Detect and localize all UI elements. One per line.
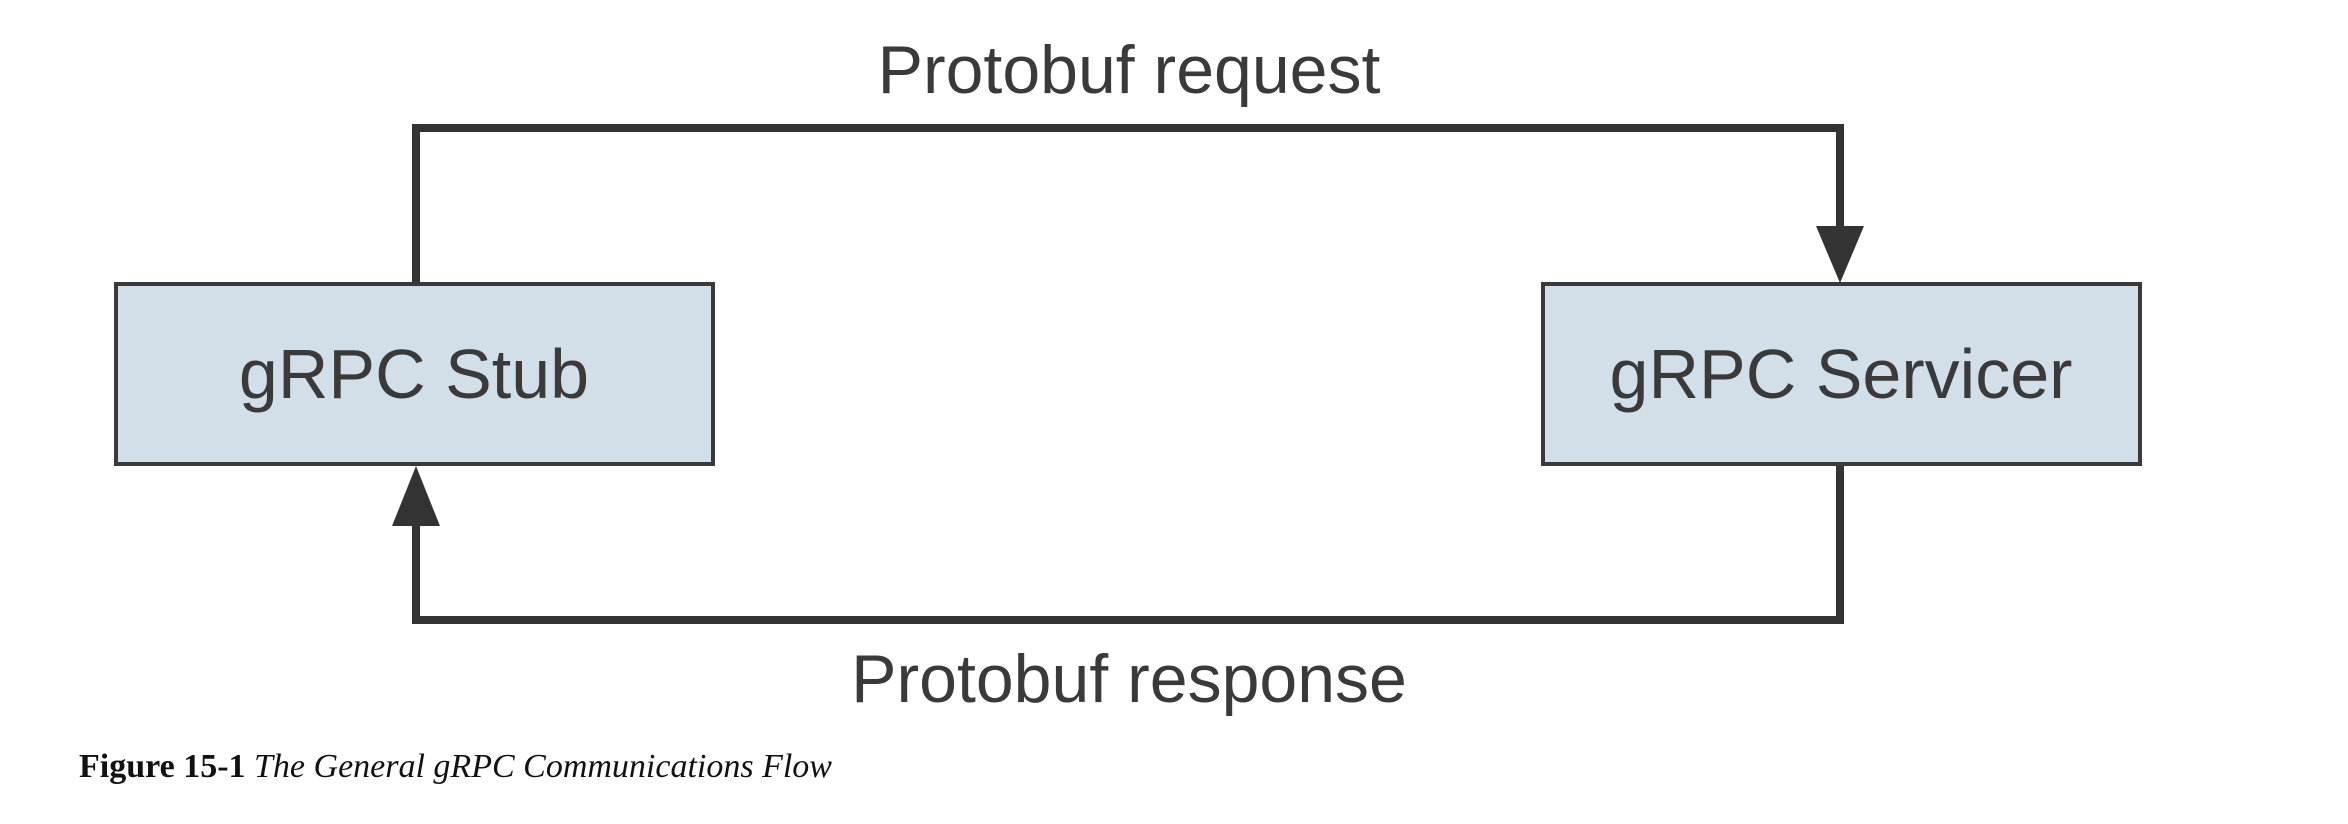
request-arrowhead — [1816, 226, 1864, 283]
caption-title: The General gRPC Communications Flow — [254, 748, 832, 785]
request-label: Protobuf request — [878, 32, 1381, 108]
request-connector — [412, 124, 1844, 283]
caption-number: Figure 15-1 — [79, 748, 246, 785]
servicer-box — [1541, 282, 2142, 466]
stub-node: gRPC Stub — [114, 282, 715, 466]
servicer-label: gRPC Servicer — [1610, 335, 2073, 413]
figure-caption: Figure 15-1 The General gRPC Communicati… — [79, 748, 832, 786]
response-connector — [412, 463, 1844, 624]
servicer-node: gRPC Servicer — [1541, 282, 2142, 466]
stub-label: gRPC Stub — [239, 335, 589, 413]
response-arrowhead — [392, 466, 440, 526]
response-label: Protobuf response — [851, 641, 1407, 717]
stub-box — [114, 282, 715, 466]
